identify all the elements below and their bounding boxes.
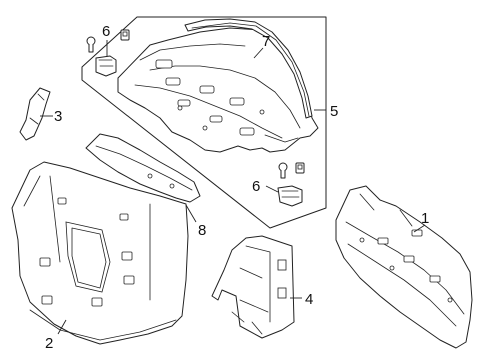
rear-panel: [11, 161, 189, 345]
bracket-upper: [95, 55, 117, 77]
callout-4: 4: [305, 291, 313, 308]
callout-6-lower: 6: [252, 178, 260, 195]
leader-lines: [40, 40, 426, 335]
callout-2: 2: [45, 335, 53, 352]
leader-7: [253, 47, 264, 59]
cross-member: [85, 133, 201, 203]
mount-bracket: [211, 235, 295, 339]
callout-6-upper: 6: [102, 23, 110, 40]
callout-8: 8: [198, 222, 206, 239]
leader-8: [185, 204, 197, 223]
leader-6b: [265, 185, 279, 193]
callout-7: 7: [262, 33, 270, 50]
leader-2: [57, 319, 67, 335]
clip-upper: [120, 29, 130, 41]
package-tray: [117, 27, 319, 153]
rear-crossmember: [335, 185, 473, 349]
side-bracket: [19, 87, 51, 141]
callout-1: 1: [421, 210, 429, 227]
bolt-lower: [278, 162, 288, 179]
callout-5: 5: [330, 103, 338, 120]
callout-3: 3: [54, 108, 62, 125]
clip-lower: [295, 162, 305, 174]
tray-reinforcement-rail: [184, 18, 313, 119]
leader-1: [413, 224, 426, 233]
bracket-lower: [277, 185, 303, 207]
bolt-upper: [86, 36, 96, 53]
assembly-group-box: [81, 16, 327, 229]
